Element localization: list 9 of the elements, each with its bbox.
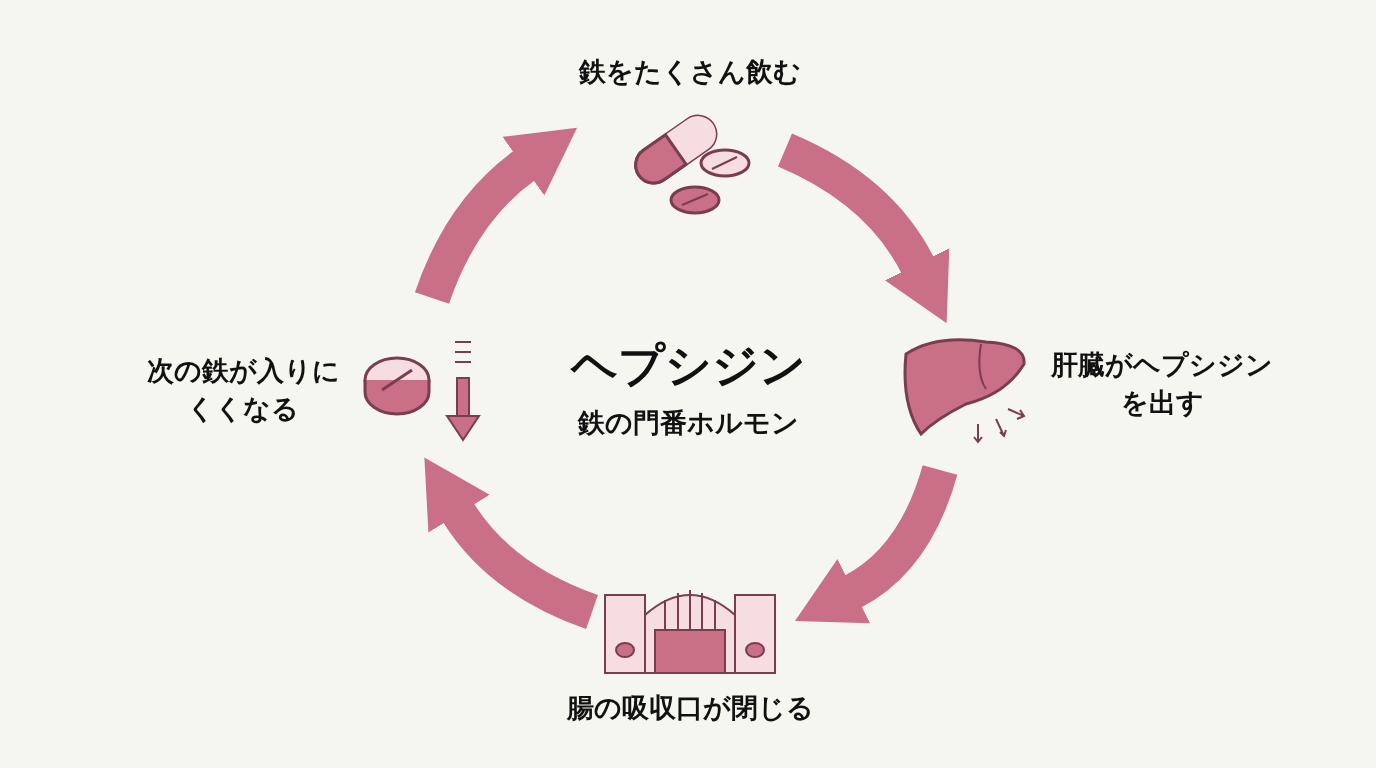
center-title: ヘプシジン [570, 338, 806, 392]
stage-label: 肝臓がヘプシジンを出す [1050, 348, 1274, 420]
cycle-arrow [796, 464, 958, 624]
center-subtitle: 鉄の門番ホルモン [577, 407, 799, 438]
stage-label: 鉄をたくさん飲む [579, 55, 801, 90]
cycle-arrow [777, 133, 949, 323]
cycle-arrow [415, 126, 576, 305]
stage-label: 腸の吸収口が閉じる [566, 691, 814, 726]
stage-label: 次の鉄が入りにくくなる [145, 354, 341, 426]
